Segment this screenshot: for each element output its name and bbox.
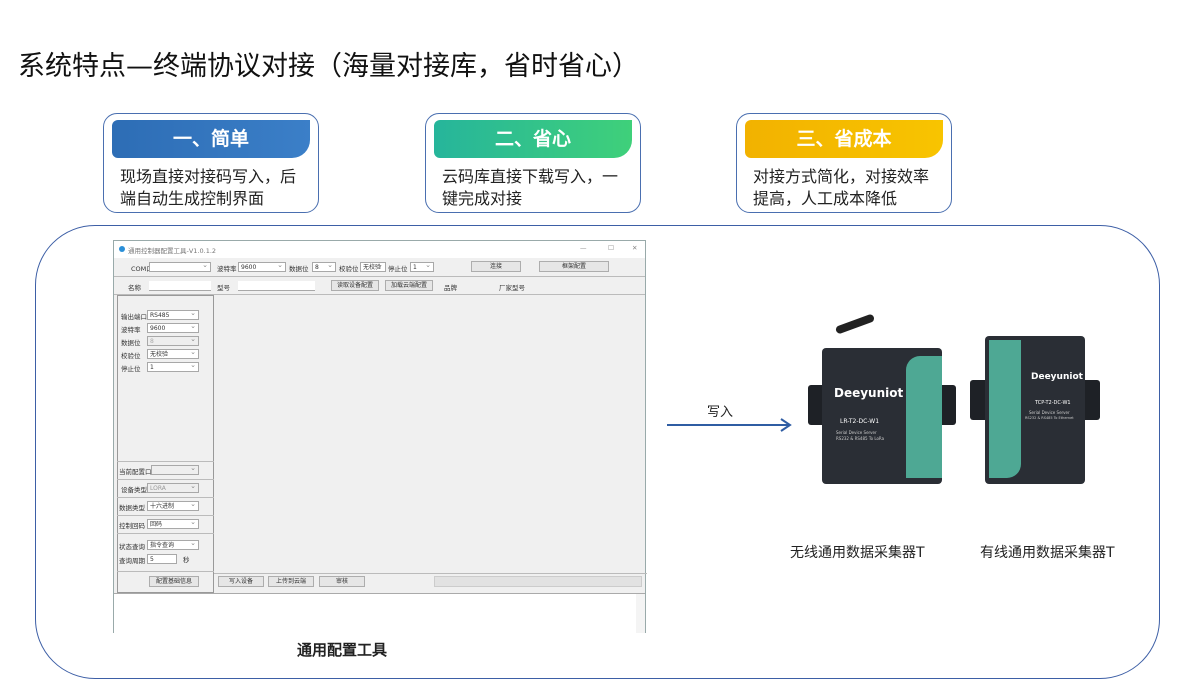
wireless-device-image: Deeyuniot LR-T2-DC-W1 Serial Device Serv… xyxy=(822,348,942,484)
slide-title: 系统特点—终端协议对接（海量对接库，省时省心） xyxy=(18,51,639,82)
com-label: COM口 xyxy=(131,265,153,273)
left-stopbits-label: 停止位 xyxy=(121,365,141,373)
scrollbar[interactable] xyxy=(636,594,645,633)
device-model: TCP-T2-DC-W1 xyxy=(1035,400,1071,406)
device-brand: Deeyuniot xyxy=(1031,372,1083,382)
card-heading: 三、省成本 xyxy=(745,120,943,158)
feature-card-simple: 一、简单 现场直接对接码写入，后端自动生成控制界面 xyxy=(103,113,319,213)
parity-label: 校验位 xyxy=(339,265,359,273)
device-sub: Serial Device Server xyxy=(836,430,877,435)
wired-device-image: Deeyuniot TCP-T2-DC-W1 Serial Device Ser… xyxy=(985,336,1085,484)
period-label: 查询周期 xyxy=(119,557,145,565)
parity-select[interactable]: 无校验 xyxy=(360,261,386,272)
wireless-device-caption: 无线通用数据采集器T xyxy=(790,545,925,561)
model-label: 型号 xyxy=(217,284,230,292)
left-databits-select[interactable]: 8 xyxy=(147,335,199,346)
connect-button[interactable]: 连接 xyxy=(471,261,521,272)
left-baud-select[interactable]: 9600 xyxy=(147,322,199,333)
card-heading: 二、省心 xyxy=(434,120,632,158)
window-title: 通用控制器配置工具-V1.0.1.2 xyxy=(128,247,217,255)
arrow-label: 写入 xyxy=(707,405,734,420)
audit-button[interactable]: 审核 xyxy=(319,576,365,587)
databits-select[interactable]: 8 xyxy=(312,261,336,272)
basic-info-button[interactable]: 配置基础信息 xyxy=(149,576,199,587)
dev-type-label: 设备类型 xyxy=(121,486,147,494)
content-panel xyxy=(35,225,1160,679)
title-bar: 通用控制器配置工具-V1.0.1.2 — ☐ ✕ xyxy=(114,241,645,258)
log-area[interactable] xyxy=(114,593,645,633)
period-stepper[interactable]: 5 xyxy=(147,554,177,564)
feature-card-worry-free: 二、省心 云码库直接下载写入，一键完成对接 xyxy=(425,113,641,213)
cur-port-select[interactable] xyxy=(151,464,199,475)
status-query-label: 状态查询 xyxy=(119,543,145,551)
data-type-select[interactable]: 十六进制 xyxy=(147,500,199,511)
maximize-button[interactable]: ☐ xyxy=(608,244,614,252)
com-select[interactable] xyxy=(149,261,211,272)
minimize-button[interactable]: — xyxy=(580,244,587,252)
stopbits-select[interactable]: 1 xyxy=(410,261,434,272)
left-baud-label: 波特率 xyxy=(121,326,141,334)
card-desc: 现场直接对接码写入，后端自动生成控制界面 xyxy=(120,167,297,208)
progress-bar xyxy=(434,576,642,587)
device-model: LR-T2-DC-W1 xyxy=(840,418,880,425)
card-desc: 云码库直接下载写入，一键完成对接 xyxy=(442,167,619,208)
frame-config-button[interactable]: 框架配置 xyxy=(539,261,609,272)
close-button[interactable]: ✕ xyxy=(632,244,638,252)
data-type-label: 数据类型 xyxy=(119,504,145,512)
stopbits-label: 停止位 xyxy=(388,265,408,273)
write-device-button[interactable]: 写入设备 xyxy=(218,576,264,587)
device-brand: Deeyuniot xyxy=(834,386,904,400)
out-port-label: 输出端口 xyxy=(121,313,147,321)
left-stopbits-select[interactable]: 1 xyxy=(147,361,199,372)
arrow-right-icon xyxy=(667,418,792,432)
tool-caption: 通用配置工具 xyxy=(297,641,388,659)
left-parity-select[interactable]: 无校验 xyxy=(147,348,199,359)
load-cloud-button[interactable]: 加载云端配置 xyxy=(385,280,433,291)
device-sub2: RS232 & RS485 To LoRa xyxy=(836,436,885,441)
feature-card-cost: 三、省成本 对接方式简化，对接效率提高，人工成本降低 xyxy=(736,113,952,213)
databits-label: 数据位 xyxy=(289,265,309,273)
brand-label: 品牌 xyxy=(444,284,457,292)
device-sub: Serial Device Server xyxy=(1029,410,1070,415)
left-panel xyxy=(117,295,214,593)
ctrl-code-select[interactable]: 回码 xyxy=(147,518,199,529)
read-config-button[interactable]: 读取设备配置 xyxy=(331,280,379,291)
dev-type-select[interactable]: LORA xyxy=(147,482,199,493)
baud-select[interactable]: 9600 xyxy=(238,261,286,272)
baud-label: 波特率 xyxy=(217,265,237,273)
ctrl-code-label: 控制回码 xyxy=(119,522,145,530)
card-heading: 一、简单 xyxy=(112,120,310,158)
wired-device-caption: 有线通用数据采集器T xyxy=(980,545,1115,561)
vendor-model-label: 厂家型号 xyxy=(499,284,525,292)
name-input[interactable] xyxy=(149,281,211,291)
cur-port-label: 当前配置口 xyxy=(119,468,152,476)
card-desc: 对接方式简化，对接效率提高，人工成本降低 xyxy=(753,167,930,208)
status-query-select[interactable]: 指令查询 xyxy=(147,539,199,550)
upload-cloud-button[interactable]: 上传到云端 xyxy=(268,576,314,587)
out-port-select[interactable]: RS485 xyxy=(147,309,199,320)
model-input[interactable] xyxy=(238,281,315,291)
device-sub2: RS232 & RS485 To Ethernet xyxy=(1025,416,1074,420)
config-tool-window: 通用控制器配置工具-V1.0.1.2 — ☐ ✕ COM口 波特率 9600 数… xyxy=(113,240,647,633)
period-unit: 秒 xyxy=(183,556,190,564)
name-label: 名称 xyxy=(128,284,141,292)
left-databits-label: 数据位 xyxy=(121,339,141,347)
left-parity-label: 校验位 xyxy=(121,352,141,360)
app-icon xyxy=(119,246,125,252)
